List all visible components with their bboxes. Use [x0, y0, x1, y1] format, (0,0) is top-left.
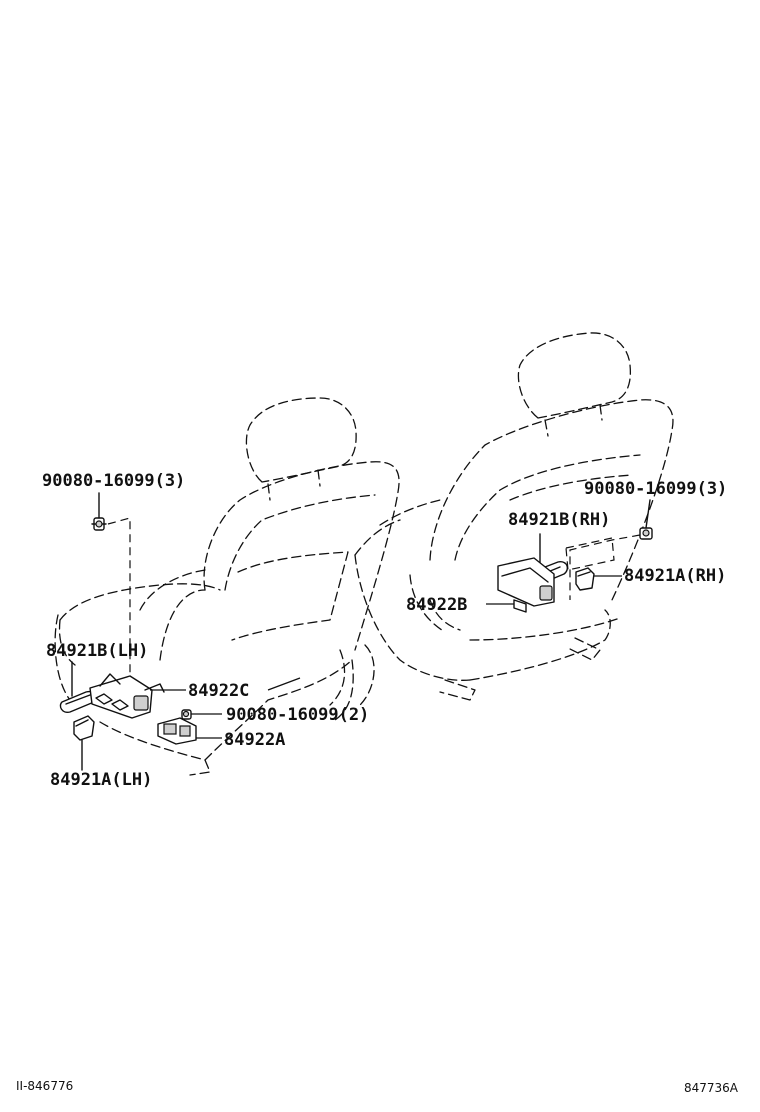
switch-assembly-b-icon [497, 557, 555, 613]
footer-right-code: 847736A [684, 1081, 739, 1095]
label-knob-b-lh: 84921B(LH) [46, 641, 148, 661]
label-bolt-small: 90080-16099(2) [226, 705, 369, 725]
bolt-rh-icon [639, 527, 653, 540]
right-seat-outline [354, 332, 674, 701]
bolt-lh-icon [91, 517, 107, 531]
label-knob-a-lh: 84921A(LH) [50, 770, 152, 790]
label-switch-b: 84922B [406, 595, 467, 615]
label-switch-a: 84922A [224, 730, 285, 750]
knob-a-lh-icon [73, 715, 95, 741]
left-seat-outline [54, 397, 400, 776]
bolt-small-icon [181, 709, 192, 720]
label-bolt-lh: 90080-16099(3) [42, 471, 185, 491]
label-knob-a-rh: 84921A(RH) [624, 566, 726, 586]
label-bolt-rh: 90080-16099(3) [584, 479, 727, 499]
switch-assembly-c-icon [89, 673, 165, 719]
label-knob-b-rh: 84921B(RH) [508, 510, 610, 530]
switch-a-icon [157, 717, 197, 745]
label-switch-c: 84922C [188, 681, 249, 701]
knob-a-rh-icon [575, 567, 595, 591]
footer-left-code: II-846776 [16, 1079, 73, 1093]
